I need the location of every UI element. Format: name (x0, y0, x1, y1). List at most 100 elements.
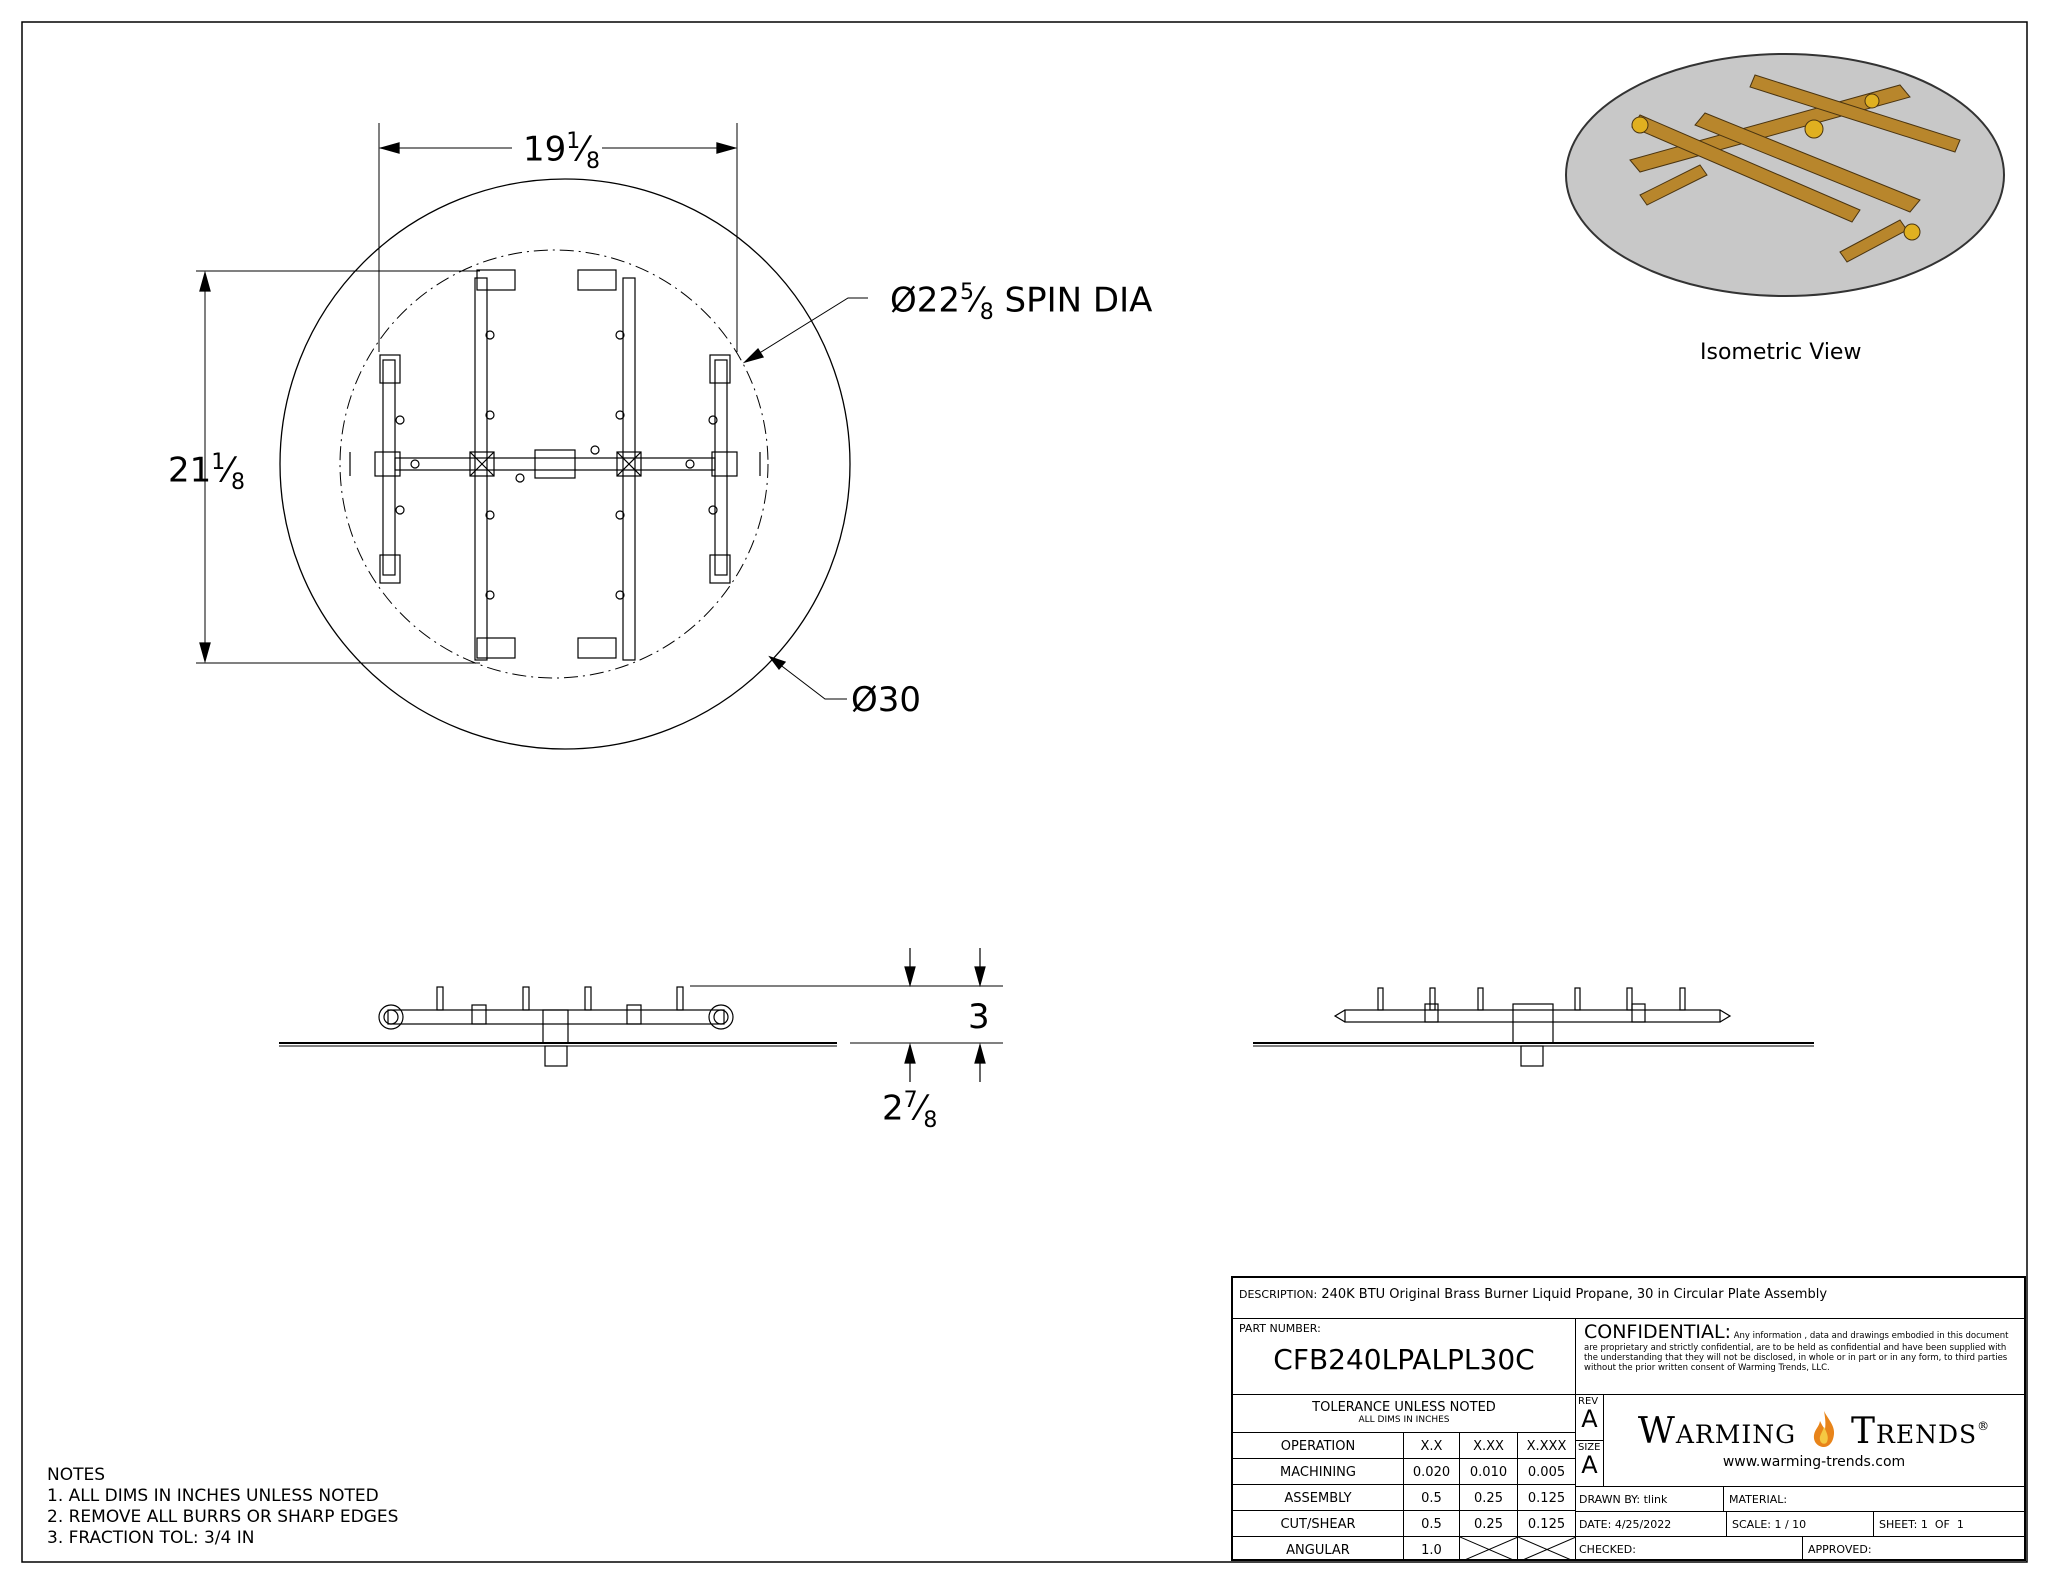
tol-cross-cell (1517, 1536, 1575, 1561)
dim-side-height: 3 (968, 997, 990, 1037)
note-item: 3. FRACTION TOL: 3/4 IN (47, 1528, 255, 1548)
dim-height-den: 8 (230, 470, 245, 496)
dim-height-whole: 21 (168, 450, 212, 491)
dim-plate-dia: Ø30 (851, 680, 922, 720)
logo-cell: Warming Trends® www.warming-trends.com (1603, 1394, 2024, 1486)
material-label: MATERIAL: (1729, 1493, 1788, 1506)
plate-circle (279, 178, 851, 750)
tol-row-value: 0.5 (1403, 1510, 1459, 1536)
tol-row-value: 0.125 (1517, 1484, 1575, 1510)
description-value: 240K BTU Original Brass Burner Liquid Pr… (1321, 1287, 1828, 1302)
date-label: DATE: (1579, 1518, 1612, 1531)
cross-icon (1460, 1537, 1517, 1561)
approved-cell: APPROVED: (1802, 1536, 2024, 1561)
drawn-by-cell: DRAWN BY: tlink (1575, 1486, 1723, 1511)
isometric-view (1565, 53, 2005, 297)
tol-header-xxxx: X.XXX (1517, 1432, 1575, 1458)
flame-icon (1813, 1411, 1834, 1447)
tol-row-value: 0.25 (1459, 1510, 1517, 1536)
tolerance-header: TOLERANCE UNLESS NOTED ALL DIMS IN INCHE… (1233, 1394, 1575, 1432)
tol-row-label: ASSEMBLY (1233, 1484, 1403, 1510)
checked-label: CHECKED: (1579, 1543, 1636, 1556)
drawn-by-value: tlink (1643, 1493, 1668, 1506)
rev-value: A (1581, 1405, 1598, 1433)
tol-header-operation: OPERATION (1233, 1432, 1403, 1458)
side-view-front (279, 948, 1003, 1082)
tol-row-value: 0.005 (1517, 1458, 1575, 1484)
notes: NOTES 1. ALL DIMS IN INCHES UNLESS NOTED… (47, 1465, 398, 1549)
sheet-total: 1 (1956, 1518, 1964, 1531)
dim-spin-num: 5 (960, 280, 975, 305)
scale-label: SCALE: (1732, 1518, 1771, 1531)
checked-cell: CHECKED: (1575, 1536, 1802, 1561)
dim-spin-den: 8 (979, 300, 994, 326)
side-view-right (1253, 987, 1814, 1067)
cross-icon (1518, 1537, 1575, 1561)
tol-header-xxx: X.XX (1459, 1432, 1517, 1458)
website: www.warming-trends.com (1722, 1454, 1906, 1470)
tol-row-value: 0.5 (1403, 1484, 1459, 1510)
description-row: DESCRIPTION: 240K BTU Original Brass Bur… (1233, 1278, 2024, 1318)
logo-text-left: Warming (1637, 1411, 1797, 1452)
part-number-label: PART NUMBER: (1239, 1322, 1321, 1335)
part-number-value: CFB240LPALPL30C (1273, 1343, 1535, 1376)
isometric-label: Isometric View (1700, 340, 1862, 365)
material-cell: MATERIAL: (1723, 1486, 2024, 1511)
dim-side-below-num: 7 (903, 1088, 918, 1113)
note-item: 2. REMOVE ALL BURRS OR SHARP EDGES (47, 1507, 399, 1527)
scale-value: 1 / 10 (1774, 1518, 1807, 1531)
note-item: 1. ALL DIMS IN INCHES UNLESS NOTED (47, 1486, 379, 1506)
description-label: DESCRIPTION: (1239, 1288, 1318, 1301)
tol-cross-cell (1459, 1536, 1517, 1561)
dim-height: 211⁄8 (168, 450, 245, 496)
dim-side-below: 27⁄8 (882, 1088, 938, 1134)
title-block: DESCRIPTION: 240K BTU Original Brass Bur… (1231, 1276, 2026, 1561)
top-view (196, 123, 868, 750)
tol-row-label: ANGULAR (1233, 1536, 1403, 1561)
sheet-cell: SHEET: 1 OF 1 (1873, 1511, 2024, 1536)
part-number-cell: PART NUMBER: CFB240LPALPL30C (1233, 1318, 1575, 1394)
dim-spin-dia: Ø225⁄8 SPIN DIA (890, 280, 1153, 326)
confidential-title: CONFIDENTIAL: (1584, 1321, 1732, 1343)
dim-spin-prefix: Ø22 (890, 280, 961, 321)
tol-row-value: 0.010 (1459, 1458, 1517, 1484)
tolerance-sub: ALL DIMS IN INCHES (1358, 1415, 1450, 1425)
sheet-of-label: OF (1934, 1518, 1950, 1531)
confidential-text: Any information , data and drawings embo… (1584, 1331, 2009, 1373)
scale-cell: SCALE: 1 / 10 (1726, 1511, 1873, 1536)
dim-side-below-whole: 2 (882, 1088, 904, 1129)
sheet-border (21, 21, 2028, 1563)
logo-text-right: Trends (1850, 1411, 1978, 1452)
dim-side-below-den: 8 (923, 1108, 938, 1134)
tol-row-value: 1.0 (1403, 1536, 1459, 1561)
warming-trends-logo: Warming Trends® (1604, 1409, 2024, 1452)
confidential-cell: CONFIDENTIAL: Any information , data and… (1575, 1318, 2024, 1394)
approved-label: APPROVED: (1808, 1543, 1872, 1556)
burner-top (349, 269, 761, 661)
sheet-value: 1 (1920, 1518, 1928, 1531)
tolerance-title: TOLERANCE UNLESS NOTED (1312, 1400, 1496, 1415)
tol-row-value: 0.125 (1517, 1510, 1575, 1536)
drawn-by-label: DRAWN BY: (1579, 1493, 1641, 1506)
tol-row-label: MACHINING (1233, 1458, 1403, 1484)
tol-row-value: 0.25 (1459, 1484, 1517, 1510)
tol-header-xx: X.X (1403, 1432, 1459, 1458)
size-label: SIZE (1578, 1442, 1601, 1453)
dim-width-num: 1 (566, 129, 581, 154)
dim-height-num: 1 (211, 450, 226, 475)
logo-registered: ® (1977, 1419, 1991, 1433)
tol-row-label: CUT/SHEAR (1233, 1510, 1403, 1536)
notes-title: NOTES (47, 1465, 106, 1485)
size-value: A (1581, 1451, 1598, 1479)
dim-width: 191⁄8 (523, 129, 600, 175)
tol-row-value: 0.020 (1403, 1458, 1459, 1484)
date-cell: DATE: 4/25/2022 (1575, 1511, 1726, 1536)
date-value: 4/25/2022 (1614, 1518, 1672, 1531)
rev-cell: REV A (1575, 1394, 1603, 1440)
dim-spin-suffix: SPIN DIA (1004, 280, 1153, 321)
rev-label: REV (1578, 1396, 1599, 1407)
size-cell: SIZE A (1575, 1440, 1603, 1486)
sheet-label: SHEET: (1879, 1518, 1918, 1531)
dim-width-whole: 19 (523, 129, 567, 170)
